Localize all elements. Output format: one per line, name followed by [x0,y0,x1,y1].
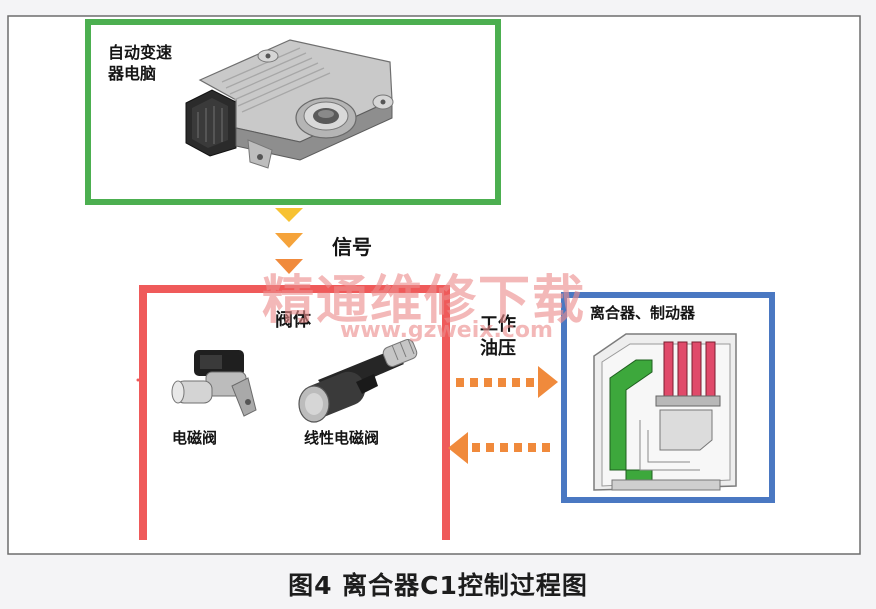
linear-solenoid-label: 线性电磁阀 [304,429,380,447]
solenoid-valve-label: 电磁阀 [172,429,218,447]
watermark-url: www.gzweix.com [340,318,553,343]
linear-solenoid-image [298,338,418,423]
valve-body-label: 阀体 [275,310,311,331]
ecu-label-line2: 器电脑 [108,64,157,83]
pressure-label-line2: 油压 [480,338,516,359]
solenoid-valve-image [171,350,257,417]
signal-triangle-1 [275,208,303,222]
valve-body-box [139,285,450,540]
clutch-section-image [593,333,737,491]
watermark-text: 精通维修下载 [262,271,587,331]
signal-triangle-3 [275,259,303,274]
signal-label: 信号 [332,235,372,259]
signal-arrows [275,208,303,274]
clutch-label: 离合器、制动器 [590,304,696,322]
pressure-label-line1: 工作 [480,314,516,335]
pressure-arrow-right [456,366,558,398]
signal-triangle-2 [275,233,303,248]
figure-caption: 图4 离合器C1控制过程图 [288,571,588,600]
ecu-unit-image [185,39,394,169]
pressure-arrow-left [448,432,550,464]
ecu-label-line1: 自动变速 [108,43,173,62]
